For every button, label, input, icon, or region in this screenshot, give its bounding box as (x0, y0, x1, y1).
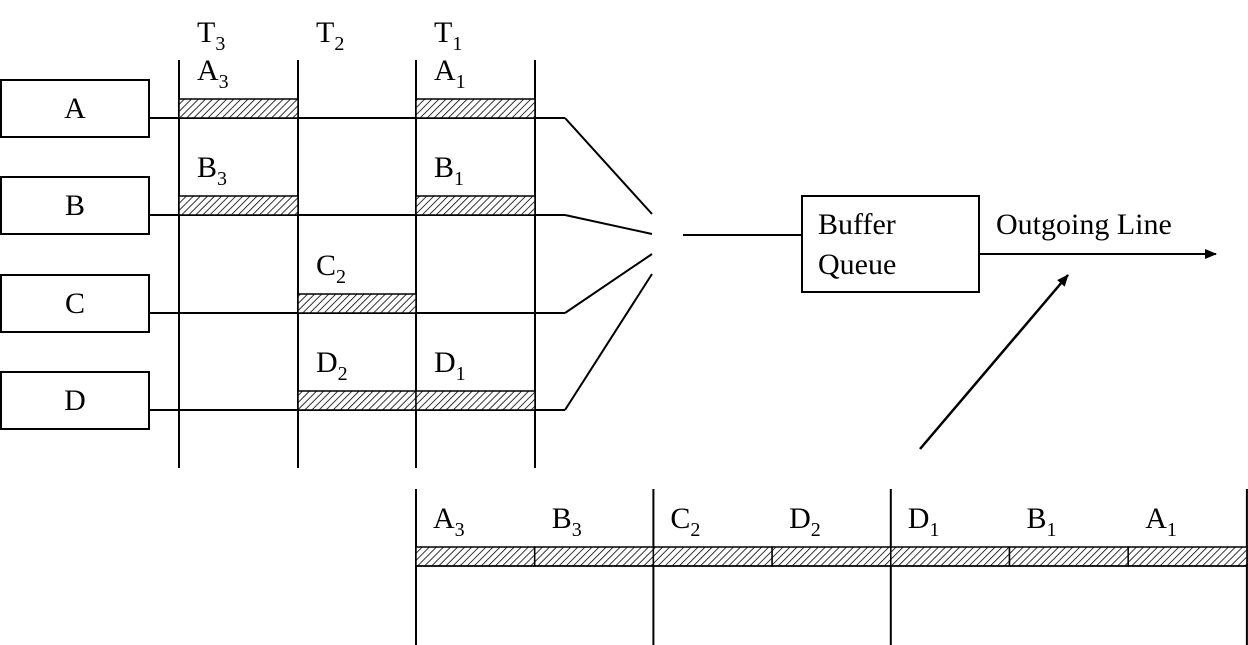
stream-packet-label-0-text: A (433, 502, 455, 535)
source-label-a: A (64, 92, 86, 125)
time-slot-label-2-text: T (434, 16, 452, 49)
stream-packet-label-6-text: A (1145, 502, 1167, 535)
packet-bar-d1 (415, 390, 536, 411)
stream-packet-bar-1 (533, 546, 655, 567)
packet-bar-c2 (297, 293, 417, 314)
packet-label-a3-subscript: 3 (219, 71, 229, 93)
packet-label-c2-subscript: 2 (336, 266, 346, 288)
packet-label-d1: D1 (434, 346, 466, 385)
packet-label-d1-text: D (434, 346, 456, 379)
packet-label-b3: B3 (197, 151, 227, 190)
source-boxes: A B C D (0, 79, 150, 430)
stream-packet-label-5: B1 (1027, 502, 1057, 541)
fan-in-line-a (564, 117, 653, 215)
packet-bar-b1 (415, 195, 536, 216)
packet-label-d2-text: D (316, 346, 338, 379)
packet-bar-a1 (415, 98, 536, 119)
packet-bar-a3 (178, 98, 299, 119)
stream-packet-label-3-text: D (789, 502, 811, 535)
time-slot-label-2-subscript: 1 (452, 33, 462, 55)
stream-packet-label-1-subscript: 3 (572, 519, 582, 541)
source-label-b: B (65, 189, 85, 222)
packet-label-b1-subscript: 1 (454, 168, 464, 190)
stream-packet-label-4-text: D (908, 502, 930, 535)
packet-label-d2: D2 (316, 346, 348, 385)
stream-packet-label-5-text: B (1027, 502, 1047, 535)
stream-packet-label-6: A1 (1145, 502, 1177, 541)
source-box-b (0, 176, 150, 235)
packet-label-d1-subscript: 1 (456, 363, 466, 385)
packet-label-a1: A1 (434, 54, 466, 93)
buffer-queue-box (801, 195, 980, 293)
packet-label-b3-subscript: 3 (217, 168, 227, 190)
buffer-label-line1: Buffer (818, 208, 896, 241)
packet-bar-d2 (297, 390, 417, 411)
packet-label-b1: B1 (434, 151, 464, 190)
source-box-d (0, 371, 150, 430)
time-slot-label-2: T1 (434, 16, 462, 55)
stream-packet-bar-5 (1008, 546, 1129, 567)
stream-packet-label-4-subscript: 1 (929, 519, 939, 541)
packet-bar-b3 (178, 195, 299, 216)
packet-label-c2: C2 (316, 249, 346, 288)
fan-in-line-d (564, 273, 653, 411)
buffer-label-line2: Queue (818, 248, 896, 281)
source-label-c: C (65, 287, 85, 320)
stream-packet-bar-0 (415, 546, 536, 567)
outgoing-line-label: Outgoing Line (996, 208, 1172, 241)
stream-packet-label-4: D1 (908, 502, 940, 541)
stream-packet-label-5-subscript: 1 (1047, 519, 1057, 541)
packet-label-c2-text: C (316, 249, 336, 282)
stream-pointer-arrow (919, 274, 1069, 450)
stream-packet-label-3: D2 (789, 502, 821, 541)
stream-packet-label-0-subscript: 3 (455, 519, 465, 541)
time-slot-label-0: T3 (197, 16, 225, 55)
time-slot-label-1-text: T (316, 16, 334, 49)
stream-packet-label-2-text: C (670, 502, 690, 535)
stream-packet-bar-3 (771, 546, 892, 567)
stream-packet-label-3-subscript: 2 (811, 519, 821, 541)
fan-in-line-c (564, 253, 653, 314)
packet-label-d2-subscript: 2 (338, 363, 348, 385)
time-slot-label-1: T2 (316, 16, 344, 55)
stream-packet-label-2-subscript: 2 (690, 519, 700, 541)
stream-packet-label-2: C2 (670, 502, 700, 541)
time-slot-label-0-subscript: 3 (215, 33, 225, 55)
fan-in-line-b (564, 214, 653, 235)
source-box-c (0, 274, 150, 333)
stream-packet-label-6-subscript: 1 (1167, 519, 1177, 541)
stream-packet-bar-2 (652, 546, 773, 567)
source-label-d: D (64, 384, 86, 417)
time-slot-label-0-text: T (197, 16, 215, 49)
stream-packet-label-1-text: B (552, 502, 572, 535)
packet-bars (178, 98, 536, 411)
stream-packet-bar-6 (1127, 546, 1248, 567)
stream-packet-bar-4 (890, 546, 1011, 567)
time-slot-label-1-subscript: 2 (334, 33, 344, 55)
packet-label-a3: A3 (197, 54, 229, 93)
packet-label-a1-text: A (434, 54, 456, 87)
packet-label-b1-text: B (434, 151, 454, 184)
source-box-a (0, 79, 150, 138)
packet-label-b3-text: B (197, 151, 217, 184)
packet-label-a1-subscript: 1 (456, 71, 466, 93)
packet-label-a3-text: A (197, 54, 219, 87)
stream-packet-label-0: A3 (433, 502, 465, 541)
stream-packet-label-1: B3 (552, 502, 582, 541)
